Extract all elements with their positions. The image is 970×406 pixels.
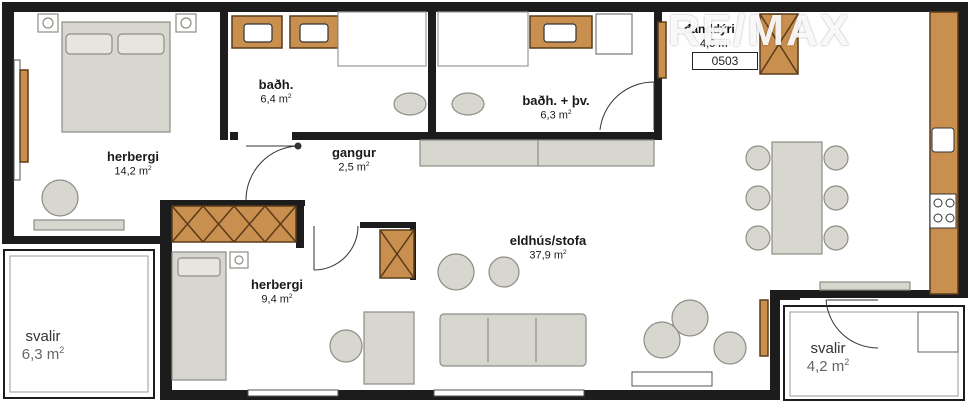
- room-name: herbergi: [250, 277, 304, 292]
- room-name: gangur: [331, 145, 377, 160]
- room-balcony-right: svalir 4,2 m2: [807, 340, 850, 376]
- doors: [245, 81, 879, 349]
- room-name: herbergi: [106, 149, 160, 164]
- hall-cabinet: [419, 139, 655, 167]
- wall-left-balcony-top: [2, 236, 168, 244]
- wall-left-lower: [160, 200, 172, 400]
- room-area: 6,3 m2: [540, 108, 572, 122]
- wall-hall-bottom: [163, 200, 305, 206]
- wall-top: [2, 2, 968, 12]
- wall-bath-divider: [428, 10, 436, 134]
- dining-table: [771, 141, 823, 255]
- kitchen-counter: [929, 11, 959, 295]
- room-area: 9,4 m2: [261, 292, 293, 306]
- wall-left-upper: [2, 2, 14, 242]
- room-area: 4,2 m2: [806, 357, 850, 376]
- wall-right: [958, 2, 968, 298]
- wall-bedroom-bath: [220, 10, 228, 140]
- wall-right-lower: [770, 290, 780, 400]
- living-set: [437, 253, 747, 367]
- wardrobe-hall: [171, 205, 297, 243]
- balcony-left: [3, 249, 155, 399]
- remax-watermark: RE/MAX: [668, 6, 852, 55]
- room-utility-name: ᵭanddýri: [684, 22, 735, 36]
- room-name: baðh.: [258, 77, 294, 92]
- room-kitchen-living: eldhús/stofa 37,9 m2: [509, 233, 587, 262]
- room-name: svalir: [810, 340, 846, 357]
- room-hallway: gangur 2,5 m2: [331, 145, 377, 174]
- room-name: eldhús/stofa: [509, 233, 587, 248]
- room-balcony-left: svalir 6,3 m2: [22, 328, 65, 364]
- room-utility-area: 4,6 m: [700, 38, 728, 50]
- room-area: 14,2 m2: [114, 164, 152, 178]
- wall-hall-top: [292, 132, 662, 140]
- windows: [13, 59, 713, 397]
- room-bedroom-small: herbergi 9,4 m2: [250, 277, 304, 306]
- furniture-misc: [33, 179, 911, 385]
- unit-code-box: 0503: [692, 52, 758, 70]
- room-bathroom-1: baðh. 6,4 m2: [258, 77, 294, 106]
- room-area: 37,9 m2: [529, 248, 567, 262]
- room-area: 6,4 m2: [260, 92, 292, 106]
- balcony-right: [783, 305, 965, 401]
- bathroom-fixtures: [337, 11, 655, 167]
- kitchen-appliances: [929, 127, 957, 229]
- dining-set: [745, 141, 849, 255]
- room-bathroom-2: baðh. + þv. 6,3 m2: [522, 93, 590, 122]
- sinks: [243, 23, 577, 43]
- beds: [37, 13, 249, 381]
- wall-balcony-right-top: [770, 290, 968, 298]
- room-area: 2,5 m2: [338, 160, 370, 174]
- room-area: 6,3 m2: [21, 345, 65, 364]
- sofa: [439, 313, 587, 367]
- room-bedroom-main: herbergi 14,2 m2: [106, 149, 160, 178]
- room-name: baðh. + þv.: [522, 93, 590, 108]
- room-name: svalir: [25, 328, 61, 345]
